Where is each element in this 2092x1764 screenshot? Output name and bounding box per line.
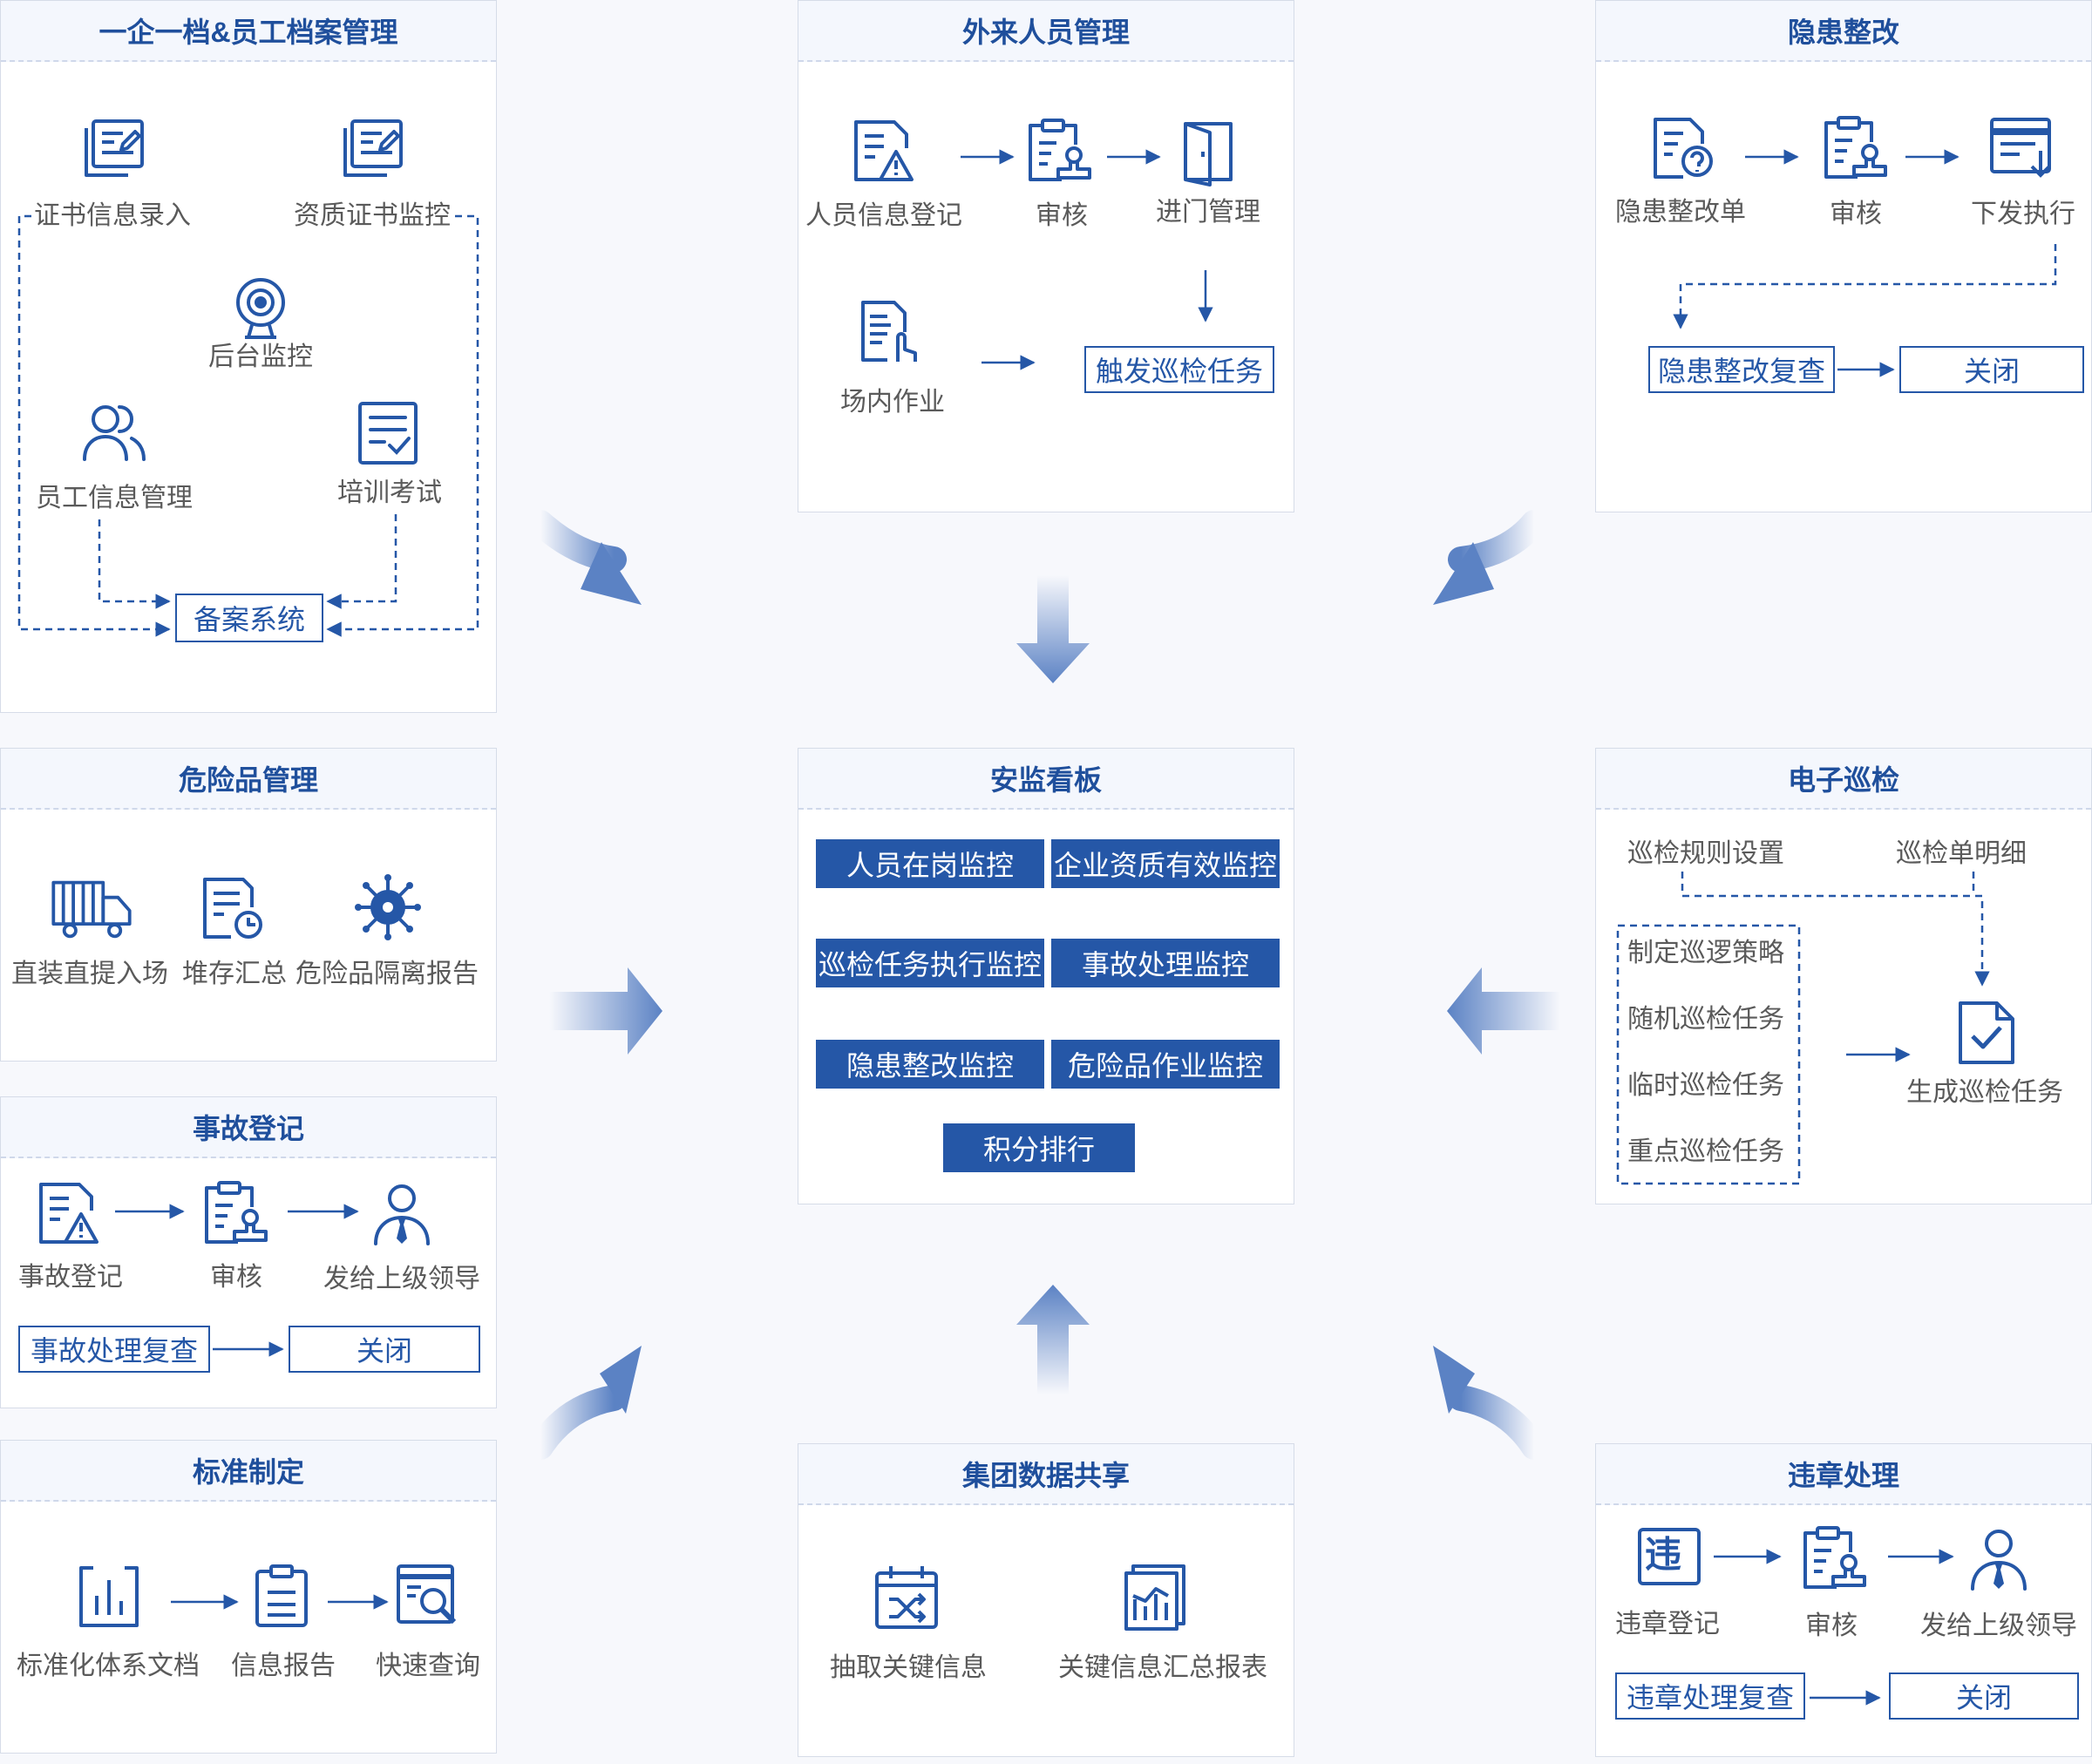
item-label: 后台监控 xyxy=(208,343,313,371)
violation-icon: 违 xyxy=(1634,1524,1704,1594)
item-label: 违章登记 xyxy=(1615,1610,1720,1638)
close-box[interactable]: 关闭 xyxy=(1889,1672,2079,1720)
webcam-icon xyxy=(226,273,295,343)
board-button[interactable]: 企业资质有效监控 xyxy=(1051,839,1280,888)
item-label: 标准化体系文档 xyxy=(17,1652,200,1680)
item-label: 信息报告 xyxy=(231,1652,336,1680)
violation-review-box[interactable]: 违章处理复查 xyxy=(1615,1672,1805,1720)
panel-archive: 一企一档&员工档案管理 证书信息录入 资质证书监控 后台监控 员工信息管理 培训… xyxy=(0,0,497,713)
item-label: 随机巡检任务 xyxy=(1627,1005,1784,1034)
accident-review-box[interactable]: 事故处理复查 xyxy=(18,1326,210,1373)
panel-title: 安监看板 xyxy=(798,749,1294,810)
item-label: 隐患整改单 xyxy=(1615,198,1746,227)
panel-patrol: 电子巡检 巡检规则设置 巡检单明细 制定巡逻策略 随机巡检任务 临时巡检任务 重… xyxy=(1595,748,2092,1204)
doc-warning-icon xyxy=(849,117,919,187)
item-label: 巡检规则设置 xyxy=(1627,839,1784,868)
report-chart-icon xyxy=(1119,1563,1189,1632)
panel-visitor: 外来人员管理 人员信息登记 审核 进门管理 场内作业 触发巡检任务 xyxy=(798,0,1294,512)
item-label: 事故登记 xyxy=(18,1263,123,1292)
close-box[interactable]: 关闭 xyxy=(1899,346,2084,393)
doc-edit-icon xyxy=(338,114,408,184)
panel-title: 电子巡检 xyxy=(1596,749,2091,810)
panel-standard: 标准制定 标准化体系文档 信息报告 快速查询 xyxy=(0,1440,497,1754)
item-label: 审核 xyxy=(1830,200,1882,228)
item-label: 抽取关键信息 xyxy=(830,1653,987,1682)
clipboard-stamp-icon xyxy=(1819,114,1889,184)
clipboard-stamp-icon xyxy=(1798,1524,1868,1594)
item-label: 临时巡检任务 xyxy=(1627,1071,1784,1100)
clipboard-stamp-icon xyxy=(1023,117,1093,187)
board-button[interactable]: 隐患整改监控 xyxy=(816,1040,1044,1089)
item-label: 堆存汇总 xyxy=(182,960,287,988)
item-label: 审核 xyxy=(1036,201,1088,230)
panel-dangerous: 危险品管理 直装直提入场 堆存汇总 危险品隔离报告 xyxy=(0,748,497,1062)
item-label: 进门管理 xyxy=(1156,198,1260,227)
check-list-icon xyxy=(353,398,423,468)
door-icon xyxy=(1173,117,1243,187)
window-download-icon xyxy=(1987,114,2056,184)
item-label: 发给上级领导 xyxy=(323,1265,480,1293)
item-label: 证书信息录入 xyxy=(34,201,191,230)
truck-icon xyxy=(50,876,133,942)
clipboard-stamp-icon xyxy=(200,1179,269,1249)
doc-question-icon xyxy=(1648,114,1718,184)
board-button[interactable]: 人员在岗监控 xyxy=(816,839,1044,888)
panel-violation: 违章处理 违 违章登记 审核 发给上级领导 违章处理复查 关闭 xyxy=(1595,1443,2092,1757)
search-doc-icon xyxy=(393,1561,463,1631)
item-label: 关键信息汇总报表 xyxy=(1058,1653,1267,1682)
item-label: 审核 xyxy=(1805,1611,1858,1640)
doc-clock-icon xyxy=(198,874,268,944)
leader-icon xyxy=(367,1179,437,1249)
hazard-virus-icon xyxy=(353,872,423,942)
panel-board: 安监看板 人员在岗监控 企业资质有效监控 巡检任务执行监控 事故处理监控 隐患整… xyxy=(798,748,1294,1204)
board-button[interactable]: 事故处理监控 xyxy=(1051,939,1280,987)
panel-title: 一企一档&员工档案管理 xyxy=(1,1,496,62)
panel-title: 违章处理 xyxy=(1596,1444,2091,1505)
users-icon xyxy=(79,398,149,468)
clipboard-icon xyxy=(247,1561,316,1631)
doc-warning-icon xyxy=(34,1179,104,1249)
board-button[interactable]: 巡检任务执行监控 xyxy=(816,939,1044,987)
item-label: 发给上级领导 xyxy=(1920,1611,2077,1640)
panel-title: 危险品管理 xyxy=(1,749,496,810)
panel-title: 外来人员管理 xyxy=(798,1,1294,62)
filing-system-box[interactable]: 备案系统 xyxy=(175,594,323,642)
item-label: 培训考试 xyxy=(337,478,442,507)
item-label: 重点巡检任务 xyxy=(1627,1137,1784,1166)
trigger-patrol-box[interactable]: 触发巡检任务 xyxy=(1084,346,1274,393)
calendar-shuffle-icon xyxy=(872,1563,941,1632)
item-label: 制定巡逻策略 xyxy=(1627,939,1784,967)
violation-icon-glyph: 违 xyxy=(1645,1534,1682,1575)
doc-hand-icon xyxy=(856,290,926,374)
item-label: 审核 xyxy=(210,1263,262,1292)
item-label: 员工信息管理 xyxy=(36,484,193,512)
leader-icon xyxy=(1964,1524,2034,1594)
item-label: 直装直提入场 xyxy=(11,960,168,988)
board-button[interactable]: 危险品作业监控 xyxy=(1051,1040,1280,1089)
doc-check-icon xyxy=(1952,998,2021,1068)
panel-accident: 事故登记 事故登记 审核 发给上级领导 事故处理复查 关闭 xyxy=(0,1096,497,1408)
bar-chart-doc-icon xyxy=(74,1561,144,1631)
panel-title: 事故登记 xyxy=(1,1097,496,1158)
panel-hazard: 隐患整改 隐患整改单 审核 下发执行 隐患整改复查 关闭 xyxy=(1595,0,2092,512)
item-label: 下发执行 xyxy=(1971,200,2075,228)
panel-title: 标准制定 xyxy=(1,1441,496,1502)
item-label: 人员信息登记 xyxy=(805,201,962,230)
panel-title: 隐患整改 xyxy=(1596,1,2091,62)
panel-group: 集团数据共享 抽取关键信息 关键信息汇总报表 xyxy=(798,1443,1294,1757)
hazard-review-box[interactable]: 隐患整改复查 xyxy=(1648,346,1835,393)
item-label: 资质证书监控 xyxy=(294,201,451,230)
item-label: 场内作业 xyxy=(840,388,945,417)
item-label: 巡检单明细 xyxy=(1896,839,2027,868)
item-label: 快速查询 xyxy=(376,1652,480,1680)
board-button[interactable]: 积分排行 xyxy=(943,1123,1135,1172)
close-box[interactable]: 关闭 xyxy=(289,1326,480,1373)
doc-edit-icon xyxy=(79,114,149,184)
item-label: 生成巡检任务 xyxy=(1906,1078,2063,1107)
panel-title: 集团数据共享 xyxy=(798,1444,1294,1505)
item-label: 危险品隔离报告 xyxy=(295,960,479,988)
